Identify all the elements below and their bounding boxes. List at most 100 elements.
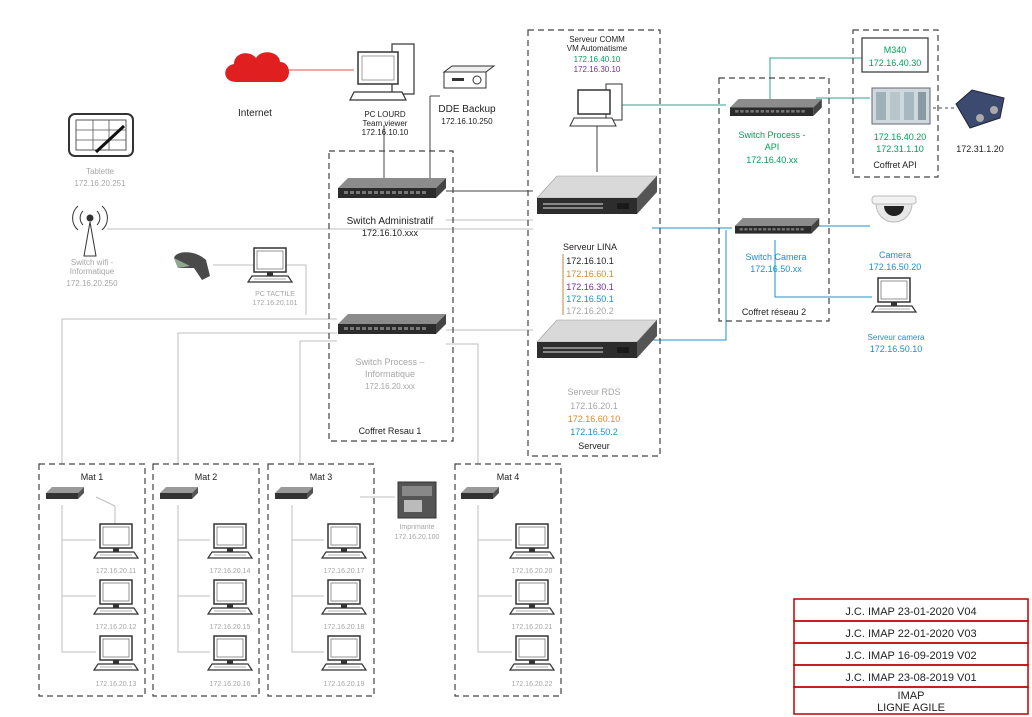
switch-camera-ip: 172.16.50.xx <box>750 264 802 274</box>
revision-row: J.C. IMAP 16-09-2019 V02 <box>845 650 976 662</box>
tablette-ip: 172.16.20.251 <box>74 179 126 188</box>
pc-icon <box>93 579 139 615</box>
serveur-lina-name: Serveur LINA <box>563 242 617 252</box>
plc-icon <box>871 87 931 125</box>
serveur-rds-ip: 172.16.50.2 <box>570 427 618 437</box>
serveur-lina-ip: 172.16.20.2 <box>566 306 614 316</box>
dome-camera-icon <box>871 195 917 223</box>
mat3-box <box>267 463 375 697</box>
tablet-icon <box>68 113 134 157</box>
mat2-box <box>152 463 260 697</box>
serveur-box <box>527 29 661 457</box>
mat-label: Mat 1 <box>81 472 104 482</box>
title-block-line2: LIGNE AGILE <box>877 702 945 714</box>
switch-process-api-icon <box>730 99 822 116</box>
coffret-reseau1-label: Coffret Resau 1 <box>359 426 422 436</box>
coffret-api-label: Coffret API <box>873 160 916 170</box>
title-block-line1: IMAP <box>898 690 925 702</box>
coffret-api-box <box>852 29 939 178</box>
switch-process-info-ip: 172.16.20.xxx <box>365 382 415 391</box>
pc-icon <box>509 579 555 615</box>
mat3-switch-icon <box>275 487 313 499</box>
remote-io-ip: 172.31.1.20 <box>956 144 1004 154</box>
pc-ip: 172.16.20.12 <box>96 624 137 631</box>
pc-ip: 172.16.20.16 <box>210 681 251 688</box>
pc-icon <box>93 635 139 671</box>
barcode-scanner-icon <box>174 252 210 280</box>
pc-ip: 172.16.20.13 <box>96 681 137 688</box>
dde-backup-name: DDE Backup <box>438 104 496 115</box>
wifi-icon <box>72 205 108 257</box>
switch-process-api-line2: API <box>765 142 780 152</box>
pc-ip: 172.16.20.17 <box>324 568 365 575</box>
serveur-camera-icon <box>871 277 917 313</box>
serveur-camera-ip: 172.16.50.10 <box>870 344 923 354</box>
pc-ip: 172.16.20.22 <box>512 681 553 688</box>
serveur-comm-ip2: 172.16.30.10 <box>574 65 621 74</box>
switch-camera-name: Switch Camera <box>745 252 806 262</box>
serveur-lina-ip: 172.16.30.1 <box>566 282 614 292</box>
plc-ip1: 172.16.40.20 <box>874 132 927 142</box>
serveur-rds-ip: 172.16.20.1 <box>570 401 618 411</box>
coffret-reseau2-label: Coffret réseau 2 <box>742 307 806 317</box>
mat-label: Mat 2 <box>195 472 218 482</box>
m340-ip: 172.16.40.30 <box>869 58 922 68</box>
pc-tactile-icon <box>247 247 293 283</box>
mat-label: Mat 3 <box>310 472 333 482</box>
pc-tactile-name: PC TACTILE <box>255 291 295 298</box>
pc-icon <box>321 635 367 671</box>
tablette-name: Tablette <box>86 167 115 176</box>
serveur-comm-icon <box>569 83 623 127</box>
pc-ip: 172.16.20.19 <box>324 681 365 688</box>
pc-ip: 172.16.20.18 <box>324 624 365 631</box>
serveur-lina-ip: 172.16.50.1 <box>566 294 614 304</box>
mat1-box <box>38 463 146 697</box>
switch-wifi-line1: Switch wifi - <box>71 258 114 267</box>
pc-tactile-ip: 172.16.20.101 <box>253 300 298 307</box>
pc-ip: 172.16.20.21 <box>512 624 553 631</box>
switch-camera-icon <box>735 218 820 234</box>
imprimante-name: Imprimante <box>399 524 434 531</box>
serveur-lina-ip: 172.16.10.1 <box>566 256 614 266</box>
switch-wifi-line2: Informatique <box>70 267 115 276</box>
revision-row: J.C. IMAP 23-01-2020 V04 <box>845 606 976 618</box>
serveur-comm-ip1: 172.16.40.10 <box>574 55 621 64</box>
serveur-lina-ip: 172.16.60.1 <box>566 269 614 279</box>
switch-process-api-line1: Switch Process - <box>738 130 805 140</box>
revision-row: J.C. IMAP 22-01-2020 V03 <box>845 628 976 640</box>
pc-icon <box>207 579 253 615</box>
m340-name: M340 <box>884 45 907 55</box>
pc-ip: 172.16.20.14 <box>210 568 251 575</box>
m340-box <box>861 37 929 73</box>
coffret-reseau1-box <box>328 150 454 442</box>
pc-icon <box>509 635 555 671</box>
internet-label: Internet <box>238 108 272 119</box>
camera-name: Camera <box>879 250 911 260</box>
connections <box>61 57 955 653</box>
switch-admin-ip: 172.16.10.xxx <box>362 228 419 238</box>
switch-wifi-ip: 172.16.20.250 <box>66 279 118 288</box>
switch-admin-name: Switch Administratif <box>347 216 434 227</box>
pc-ip: 172.16.20.20 <box>512 568 553 575</box>
serveur-comm-name: Serveur COMM <box>569 35 625 44</box>
revision-table <box>793 598 1029 715</box>
serveur-rds-icon <box>536 319 658 359</box>
pc-icon <box>207 635 253 671</box>
dde-backup-ip: 172.16.10.250 <box>441 117 493 126</box>
imprimante-ip: 172.16.20.100 <box>395 534 440 541</box>
switch-admin-icon <box>338 178 446 198</box>
camera-ip: 172.16.50.20 <box>869 262 922 272</box>
cloud-icon <box>225 52 289 82</box>
pc-lourd-sub: Team viewer <box>363 119 408 128</box>
pc-ip: 172.16.20.15 <box>210 624 251 631</box>
switch-process-api-ip: 172.16.40.xx <box>746 155 798 165</box>
backup-device-icon <box>442 65 496 89</box>
mat4-switch-icon <box>461 487 499 499</box>
switch-process-info-line1: Switch Process – <box>355 357 424 367</box>
printer-icon <box>397 481 437 519</box>
coffret-reseau2-box <box>718 77 830 322</box>
pc-icon <box>321 579 367 615</box>
pc-ip: 172.16.20.11 <box>96 568 136 575</box>
pc-icon <box>207 523 253 559</box>
